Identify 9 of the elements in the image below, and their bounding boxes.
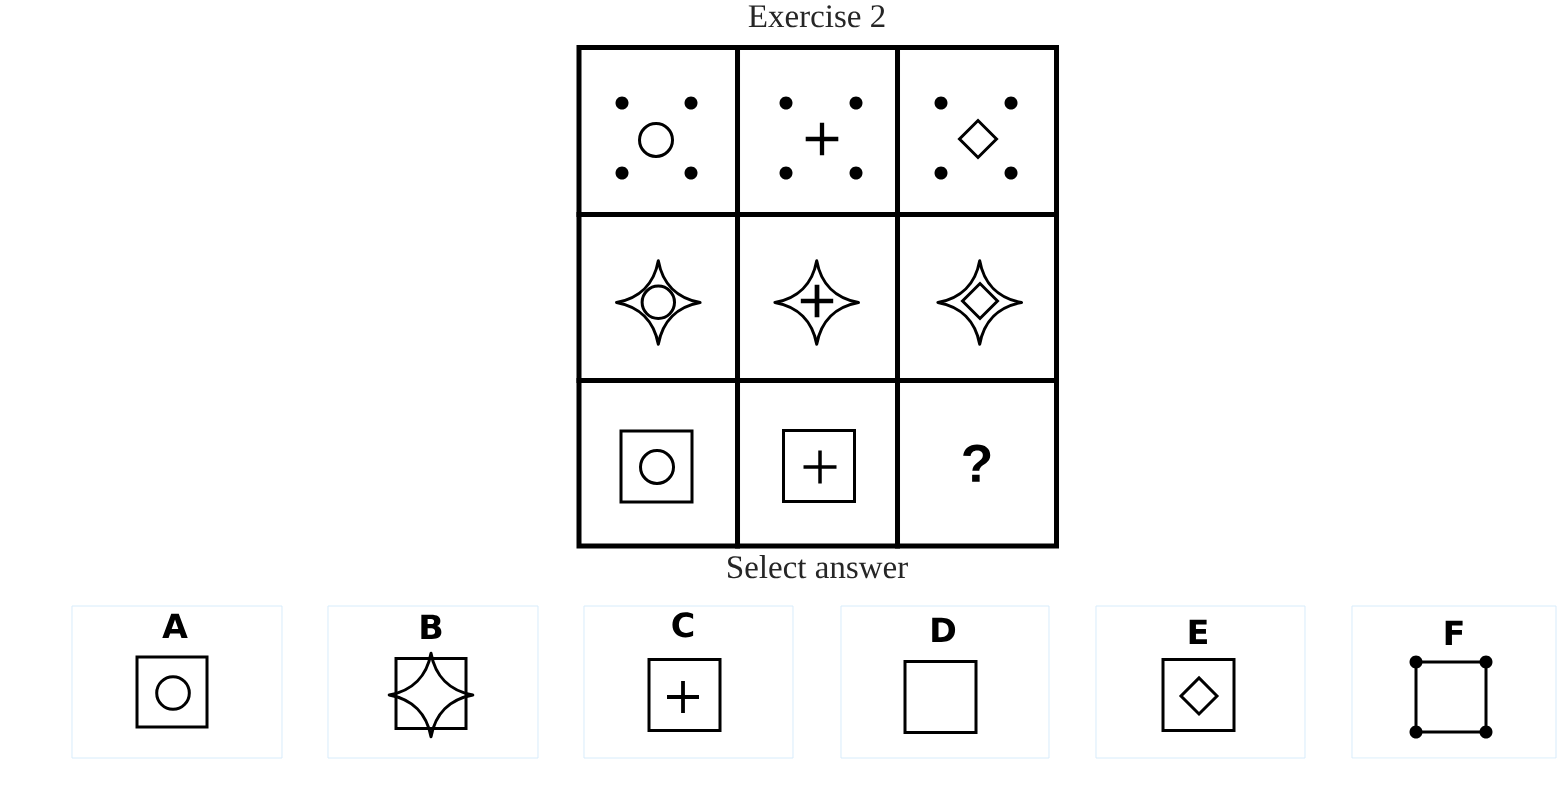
- instruction-text: Select answer: [728, 555, 908, 579]
- grid-cell: ?: [895, 378, 1059, 549]
- answer-card: B: [327, 605, 539, 759]
- answer-card: F: [1351, 605, 1557, 759]
- answer-card: D: [840, 605, 1050, 759]
- answer-card: A: [71, 605, 283, 759]
- title: Exercise 2: [748, 5, 885, 28]
- answer-card: C: [583, 605, 794, 759]
- answer-card: E: [1095, 605, 1306, 759]
